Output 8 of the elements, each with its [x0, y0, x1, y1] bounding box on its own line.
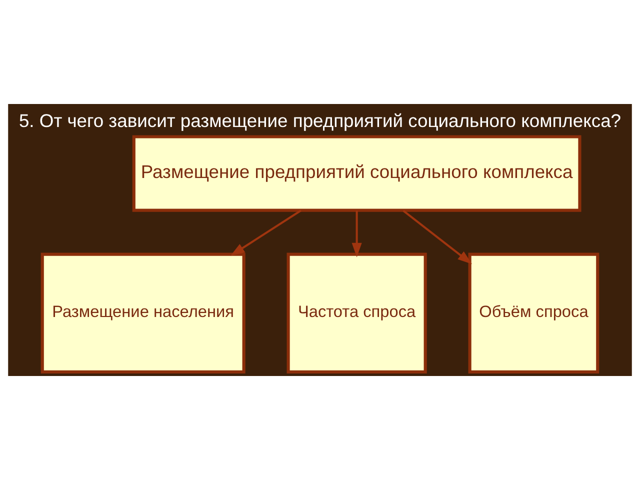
arrow [402, 210, 472, 264]
arrow [230, 210, 302, 256]
arrow [352, 210, 362, 258]
node-box: Частота спроса [286, 252, 427, 374]
node-box: Размещение населения [40, 252, 246, 374]
node-box: Объём спроса [468, 252, 600, 374]
diagram-title: 5. От чего зависит размещение предприятий социального комплекса? [18, 110, 622, 131]
node-box: Размещение предприятий социального комплекса [132, 135, 582, 212]
